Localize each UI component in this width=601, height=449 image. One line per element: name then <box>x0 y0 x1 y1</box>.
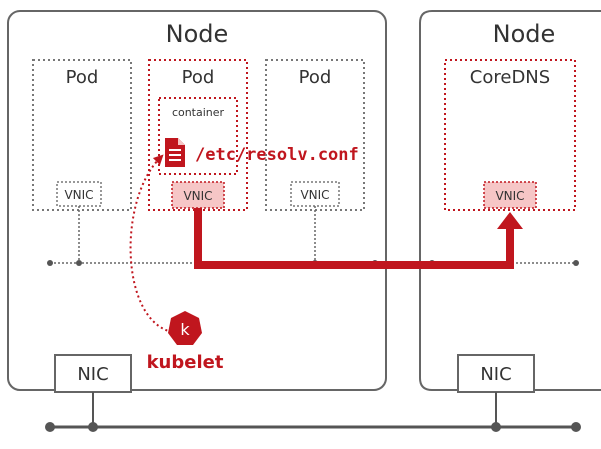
pod-box-1 <box>32 59 132 211</box>
coredns-label: CoreDNS <box>470 67 550 88</box>
container-box <box>158 97 238 175</box>
container-label: container <box>172 106 225 119</box>
node-label-left: Node <box>166 20 229 48</box>
pod-label-2: Pod <box>182 67 215 88</box>
physical-network-bus <box>45 422 581 432</box>
vnic-label-3: VNIC <box>300 188 329 202</box>
coredns-vnic-label: VNIC <box>495 189 524 203</box>
file-icon <box>165 138 185 167</box>
vnic-box-1 <box>56 181 102 207</box>
nic-label-left: NIC <box>77 364 108 385</box>
pod-label-3: Pod <box>299 67 332 88</box>
kubelet-icon-letter: k <box>180 320 190 339</box>
nic-label-right: NIC <box>480 364 511 385</box>
vnic-box-2 <box>171 181 225 209</box>
kubelet-label: kubelet <box>147 352 224 373</box>
vnic-connectors <box>78 206 316 263</box>
coredns-vnic-box <box>483 181 537 209</box>
kubelet-helm-icon <box>168 311 202 345</box>
coredns-pod-box <box>444 59 576 211</box>
vnic-label-2: VNIC <box>183 189 212 203</box>
pod-label-1: Pod <box>66 67 99 88</box>
nic-box-right <box>457 354 535 393</box>
node-label-right: Node <box>493 20 556 48</box>
vnic-label-1: VNIC <box>64 188 93 202</box>
nic-uplinks <box>92 392 497 427</box>
dns-query-path-arrow <box>194 208 523 269</box>
vnic-box-3 <box>290 181 340 207</box>
resolv-conf-path: /etc/resolv.conf <box>195 145 359 165</box>
